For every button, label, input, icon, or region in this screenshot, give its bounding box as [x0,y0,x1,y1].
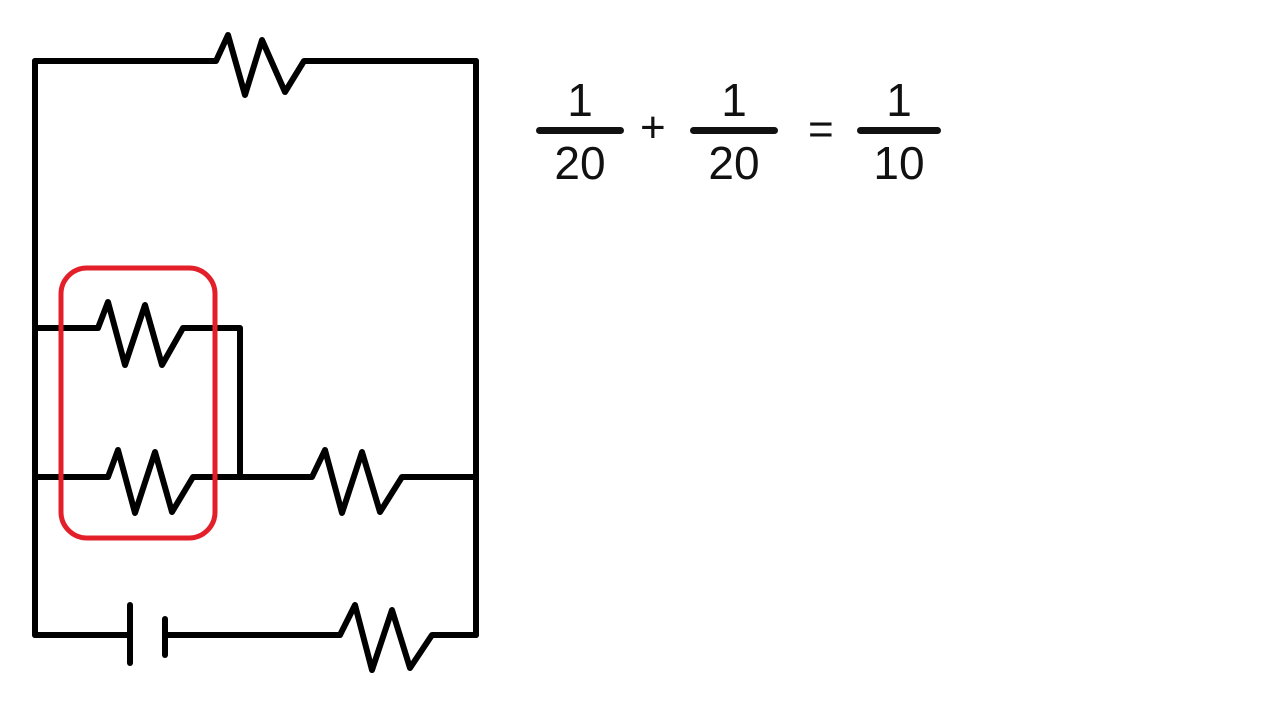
top-wire-resistor [32,32,479,98]
fraction-2-numerator: 1 [721,74,747,126]
equals-sign: = [808,105,834,154]
fraction-bar [857,127,941,134]
fraction-term-1: 1 20 [536,77,624,186]
fraction-1-numerator: 1 [567,74,593,126]
bottom-wire-resistor [162,602,479,673]
fraction-term-2: 1 20 [690,77,778,186]
parallel-pair-highlight [58,265,218,541]
result-numerator: 1 [886,74,912,126]
fraction-2-denominator: 20 [708,137,760,189]
fraction-bar [690,127,778,134]
fraction-result: 1 10 [857,77,941,186]
result-denominator: 10 [873,137,925,189]
plus-sign: + [640,103,666,152]
fraction-1-denominator: 20 [554,137,606,189]
parallel-lower-resistor [32,447,243,516]
fraction-bar [536,127,624,134]
middle-series-resistor [237,447,479,516]
parallel-upper-resistor [32,299,243,480]
